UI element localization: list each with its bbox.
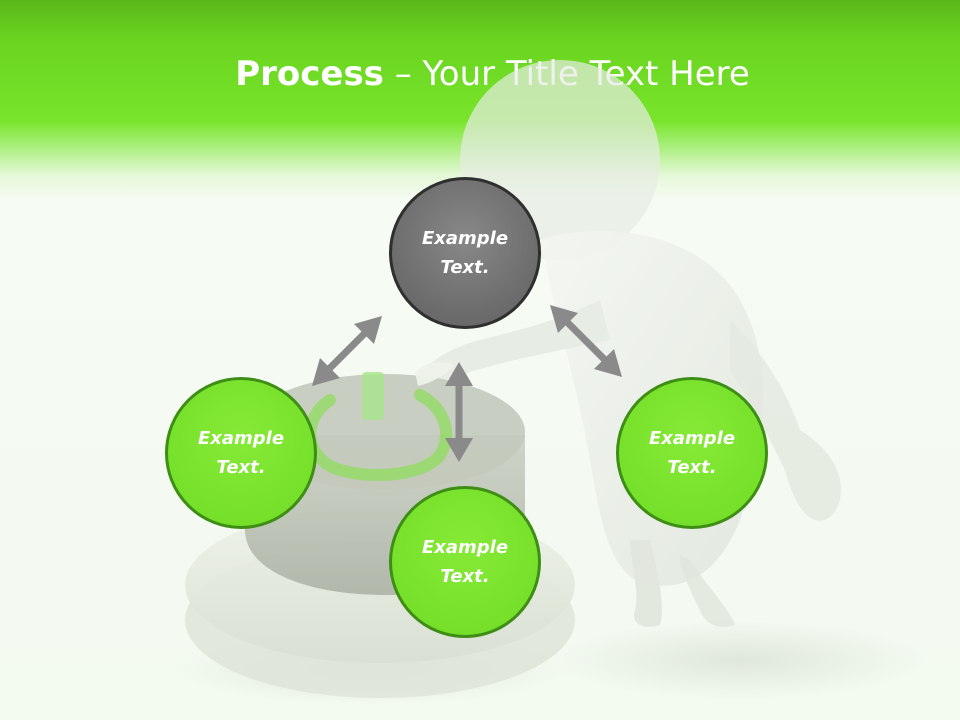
node-bottom-line2: Text. [440, 566, 490, 587]
node-left: Example Text. [165, 377, 317, 529]
figure-leg-front [630, 540, 662, 627]
node-right-line2: Text. [667, 457, 717, 478]
power-symbol-bar [362, 372, 384, 420]
figure-right-arm [730, 320, 841, 521]
figure-leg-back [680, 555, 735, 627]
node-top-line1: Example [421, 228, 509, 249]
node-bottom-line1: Example [421, 537, 509, 558]
arrow-top-right [550, 305, 622, 377]
node-right-line1: Example [648, 428, 736, 449]
arrow-top-bottom [445, 362, 473, 462]
arrow-top-left [312, 316, 382, 386]
node-left-line2: Text. [216, 457, 266, 478]
node-bottom: Example Text. [389, 486, 541, 638]
node-left-line1: Example [197, 428, 285, 449]
ground-shadow [550, 620, 930, 700]
figure-finger [415, 362, 455, 386]
node-top: Example Text. [389, 177, 541, 329]
node-right: Example Text. [616, 377, 768, 529]
title-bold-part: Process [235, 54, 384, 94]
node-top-line2: Text. [440, 257, 490, 278]
